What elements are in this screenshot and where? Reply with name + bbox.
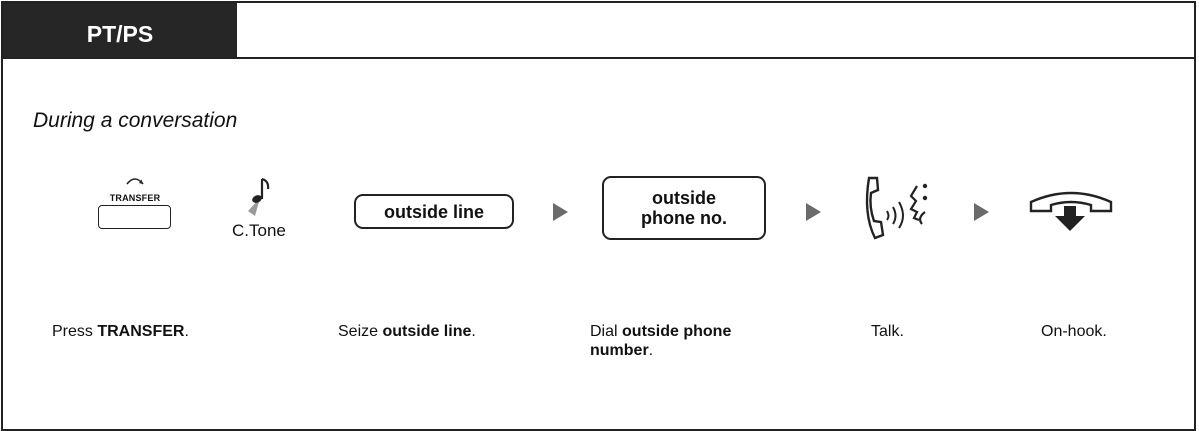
transfer-key[interactable] xyxy=(98,205,171,229)
outside-line-label: outside line xyxy=(383,201,484,222)
transfer-curve-icon xyxy=(126,178,144,185)
header-divider xyxy=(3,57,1195,59)
step-desc-seize: Seize outside line. xyxy=(338,323,476,340)
tone-label: C.Tone xyxy=(232,221,286,240)
transfer-key-label: TRANSFER xyxy=(109,193,161,203)
arrow-icon xyxy=(806,203,821,221)
arrow-icon xyxy=(553,203,568,221)
outside-phone-line1: outside xyxy=(651,188,716,208)
step-desc-transfer: Press TRANSFER. xyxy=(52,323,189,340)
outside-phone-number-button[interactable]: outside phone no. xyxy=(602,176,766,240)
outside-phone-line2: phone no. xyxy=(641,208,727,228)
arrow-icon xyxy=(974,203,989,221)
step-desc-talk: Talk. xyxy=(871,323,904,340)
on-hook-icon xyxy=(1029,191,1113,231)
header-tab: PT/PS xyxy=(3,3,237,57)
outside-line-button[interactable]: outside line xyxy=(354,194,514,229)
header-tab-label: PT/PS xyxy=(86,20,154,47)
step-desc-on-hook: On-hook. xyxy=(1041,323,1107,340)
context-text: During a conversation xyxy=(33,109,238,132)
confirmation-tone-icon xyxy=(248,177,270,216)
talk-icon xyxy=(865,176,928,240)
